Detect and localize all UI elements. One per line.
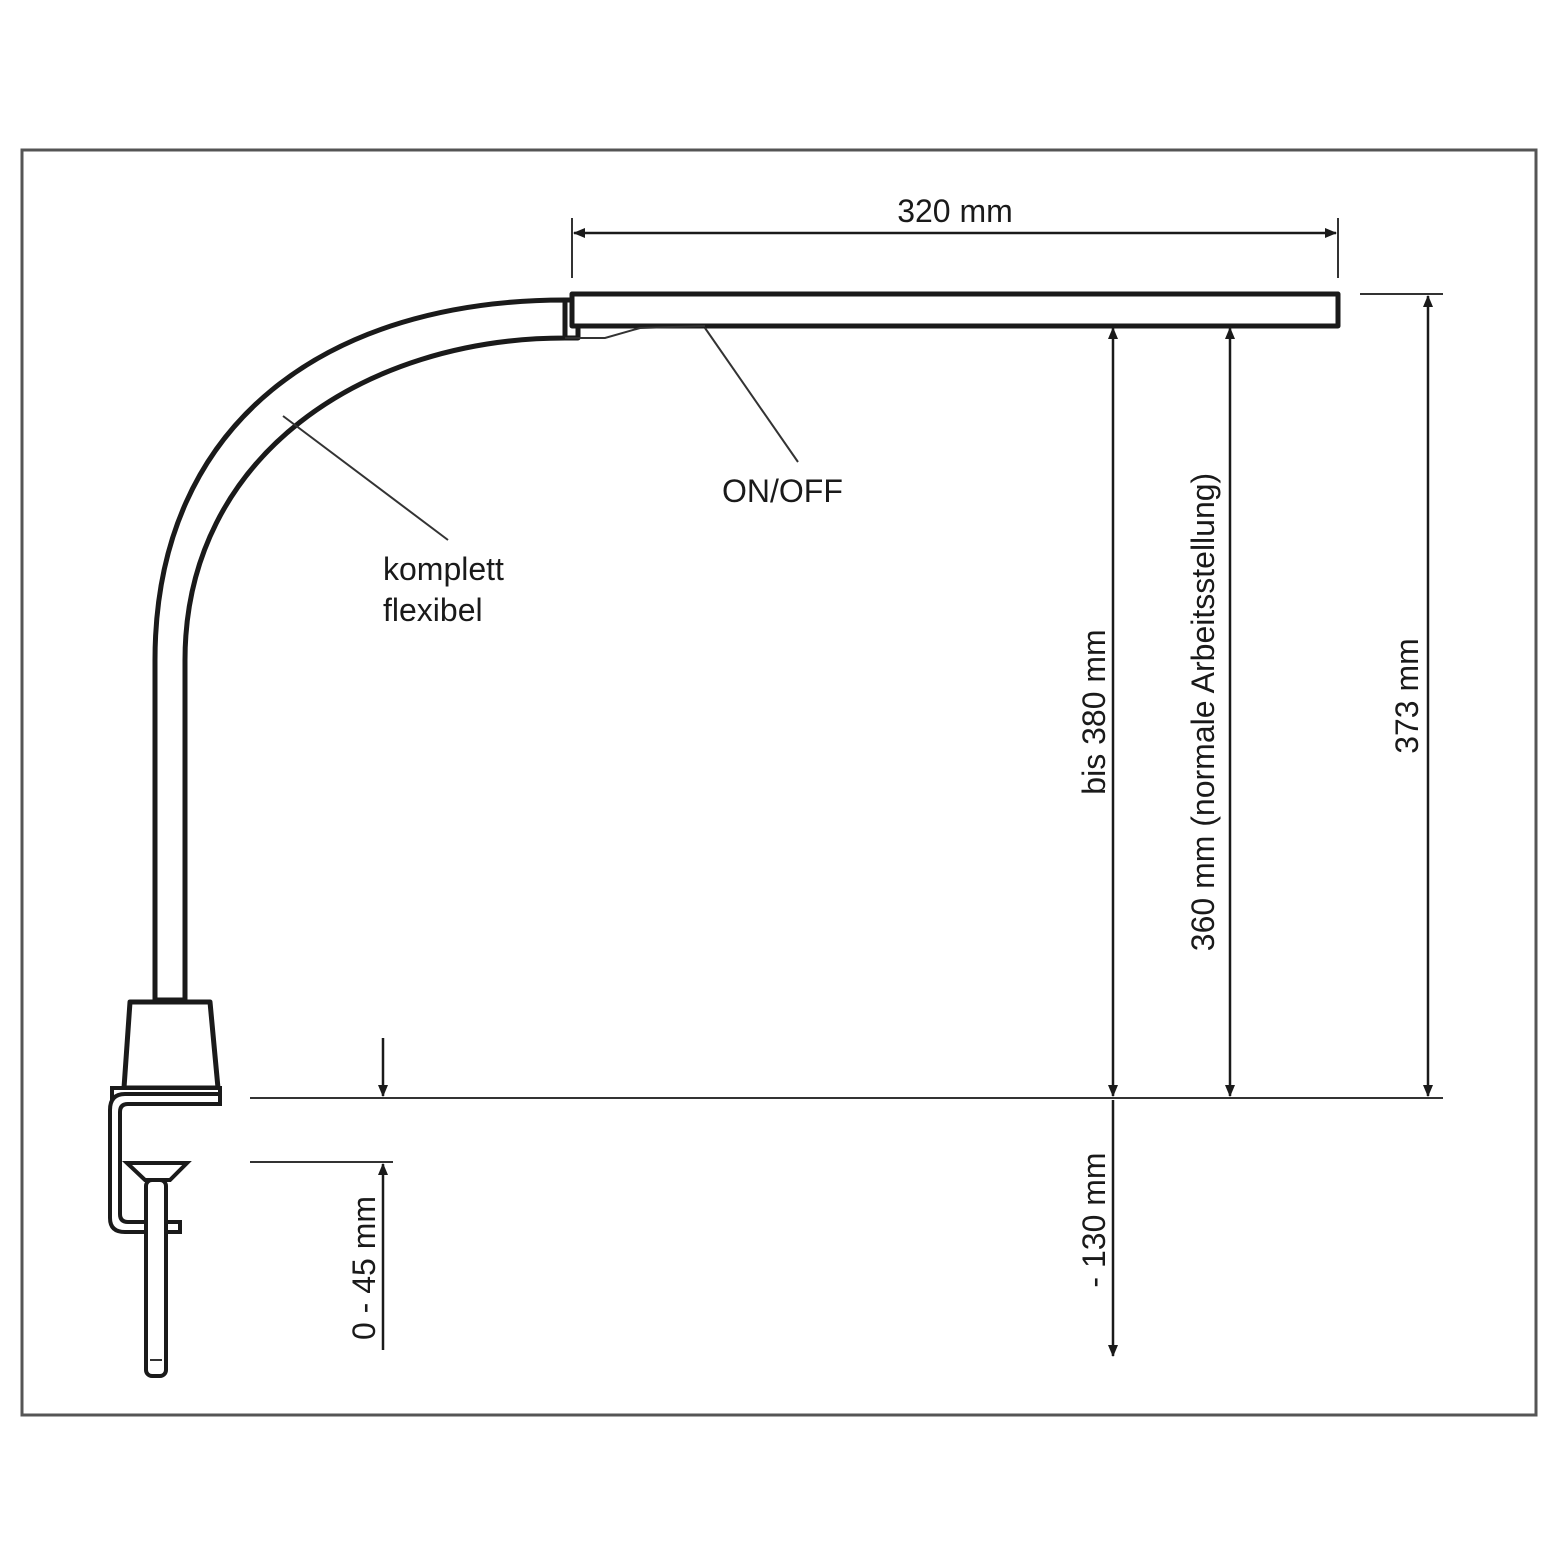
below-table-label: - 130 mm [1076, 1152, 1112, 1287]
flex-label-line2: flexibel [383, 592, 483, 628]
flex-label-line1: komplett [383, 551, 504, 587]
clamp-range-dimension: 0 - 45 mm [346, 1038, 388, 1350]
max-height-dimension: bis 380 mm [1076, 327, 1118, 1097]
lamp-drawing [108, 291, 1341, 1378]
diagram-frame [20, 148, 1538, 1417]
lamp-head [569, 291, 1341, 329]
lamp-base [121, 999, 221, 1091]
max-height-label: bis 380 mm [1076, 629, 1112, 794]
width-label: 320 mm [897, 193, 1013, 229]
switch-label: ON/OFF [722, 473, 843, 509]
below-table-dimension: - 130 mm [1076, 1100, 1118, 1357]
width-dimension: 320 mm [571, 193, 1339, 278]
total-height-dimension: 373 mm [1389, 295, 1433, 1097]
gooseneck-arm [152, 297, 568, 1003]
switch-callout: ON/OFF [704, 327, 843, 509]
clamp-screw-pad [121, 1161, 192, 1182]
flex-callout: komplett flexibel [282, 415, 504, 628]
table-clamp [108, 1092, 222, 1234]
work-height-label: 360 mm (normale Arbeitsstellung) [1185, 473, 1221, 951]
total-height-label: 373 mm [1389, 638, 1425, 754]
work-height-dimension: 360 mm (normale Arbeitsstellung) [1185, 327, 1235, 1097]
clamp-screw [144, 1178, 168, 1378]
clamp-range-label: 0 - 45 mm [346, 1196, 382, 1340]
switch-housing [565, 325, 706, 339]
